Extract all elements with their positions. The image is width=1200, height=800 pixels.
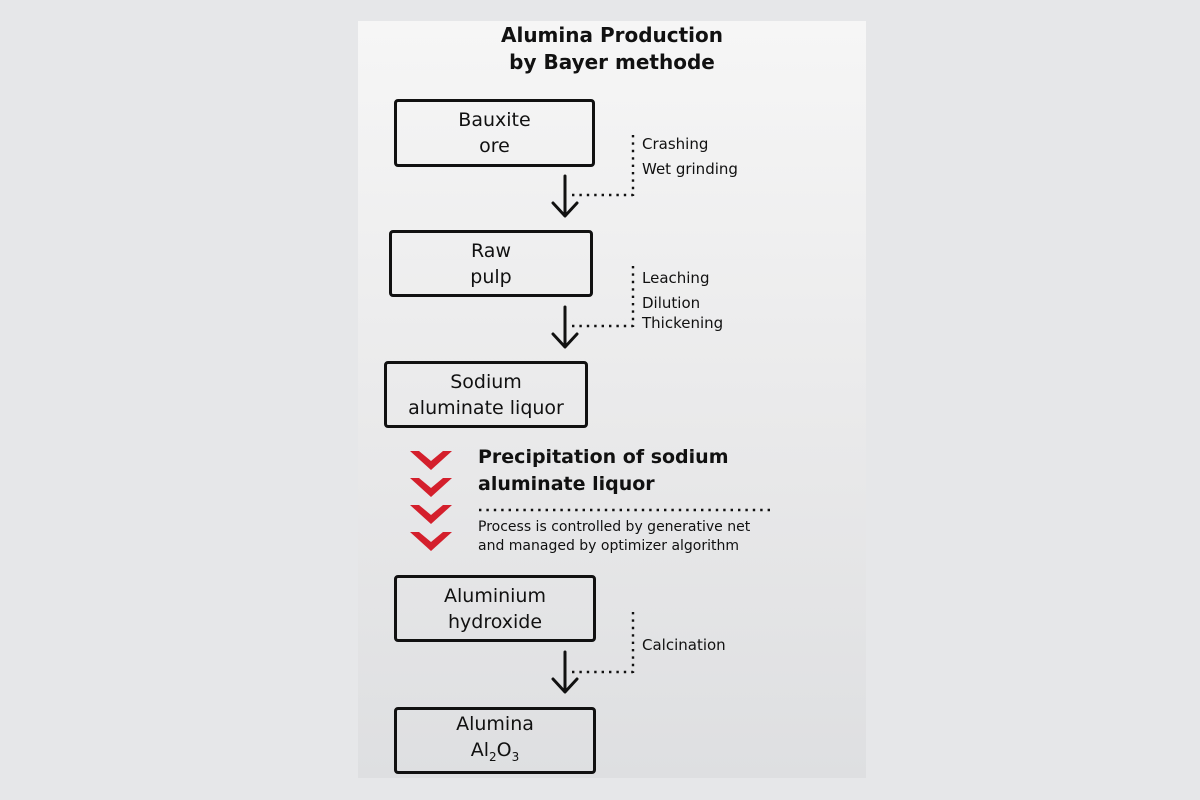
flow-arrow-3 [551,650,579,694]
step-raw-pulp-line1: Raw [471,239,511,262]
precipitation-desc-line1: Process is controlled by generative net [478,519,751,535]
step-alumina-line1: Alumina [456,713,534,736]
process-dilution: Dilution [642,294,701,312]
process-calcination: Calcination [642,636,726,654]
flow-arrow-2 [551,305,579,349]
step-sodium-line2: aluminate liquor [408,396,564,419]
dotted-connector-2 [572,266,635,328]
precipitation-title: Precipitation of sodium aluminate liquor [478,444,729,498]
precipitation-description: Process is controlled by generative net … [478,518,750,556]
chevron-down-icon [410,451,452,551]
diagram-panel [358,21,866,778]
title-line-1: Alumina Production [500,23,724,47]
step-sodium-line1: Sodium [450,370,522,393]
step-raw-pulp: Raw pulp [389,230,593,297]
diagram-title: Alumina Production by Bayer methode [358,22,866,76]
step-hydroxide-line2: hydroxide [447,610,543,633]
step-alumina-formula: Al2O3 [470,739,520,764]
step-sodium-aluminate-liquor: Sodium aluminate liquor [384,361,588,428]
dotted-connector-3 [572,612,635,674]
process-thickening: Thickening [642,314,724,332]
step-raw-pulp-line2: pulp [470,265,512,288]
step-aluminium-hydroxide: Aluminium hydroxide [394,575,596,642]
flow-arrow-1 [551,174,579,218]
dotted-connector-1 [572,135,635,197]
process-leaching: Leaching [642,269,710,287]
title-line-2: by Bayer methode [509,50,715,74]
process-crashing: Crashing [642,135,709,153]
step-bauxite-ore: Bauxite ore [394,99,595,167]
step-hydroxide-line1: Aluminium [444,584,546,607]
step-bauxite-line1: Bauxite [458,109,531,131]
precipitation-desc-line2: and managed by optimizer algorithm [478,538,740,554]
step-alumina: Alumina Al2O3 [394,707,596,774]
precipitation-title-line2: aluminate liquor [478,473,655,495]
step-bauxite-line2: ore [479,135,510,157]
process-wet-grinding: Wet grinding [642,160,738,178]
precipitation-title-line1: Precipitation of sodium [478,446,729,468]
